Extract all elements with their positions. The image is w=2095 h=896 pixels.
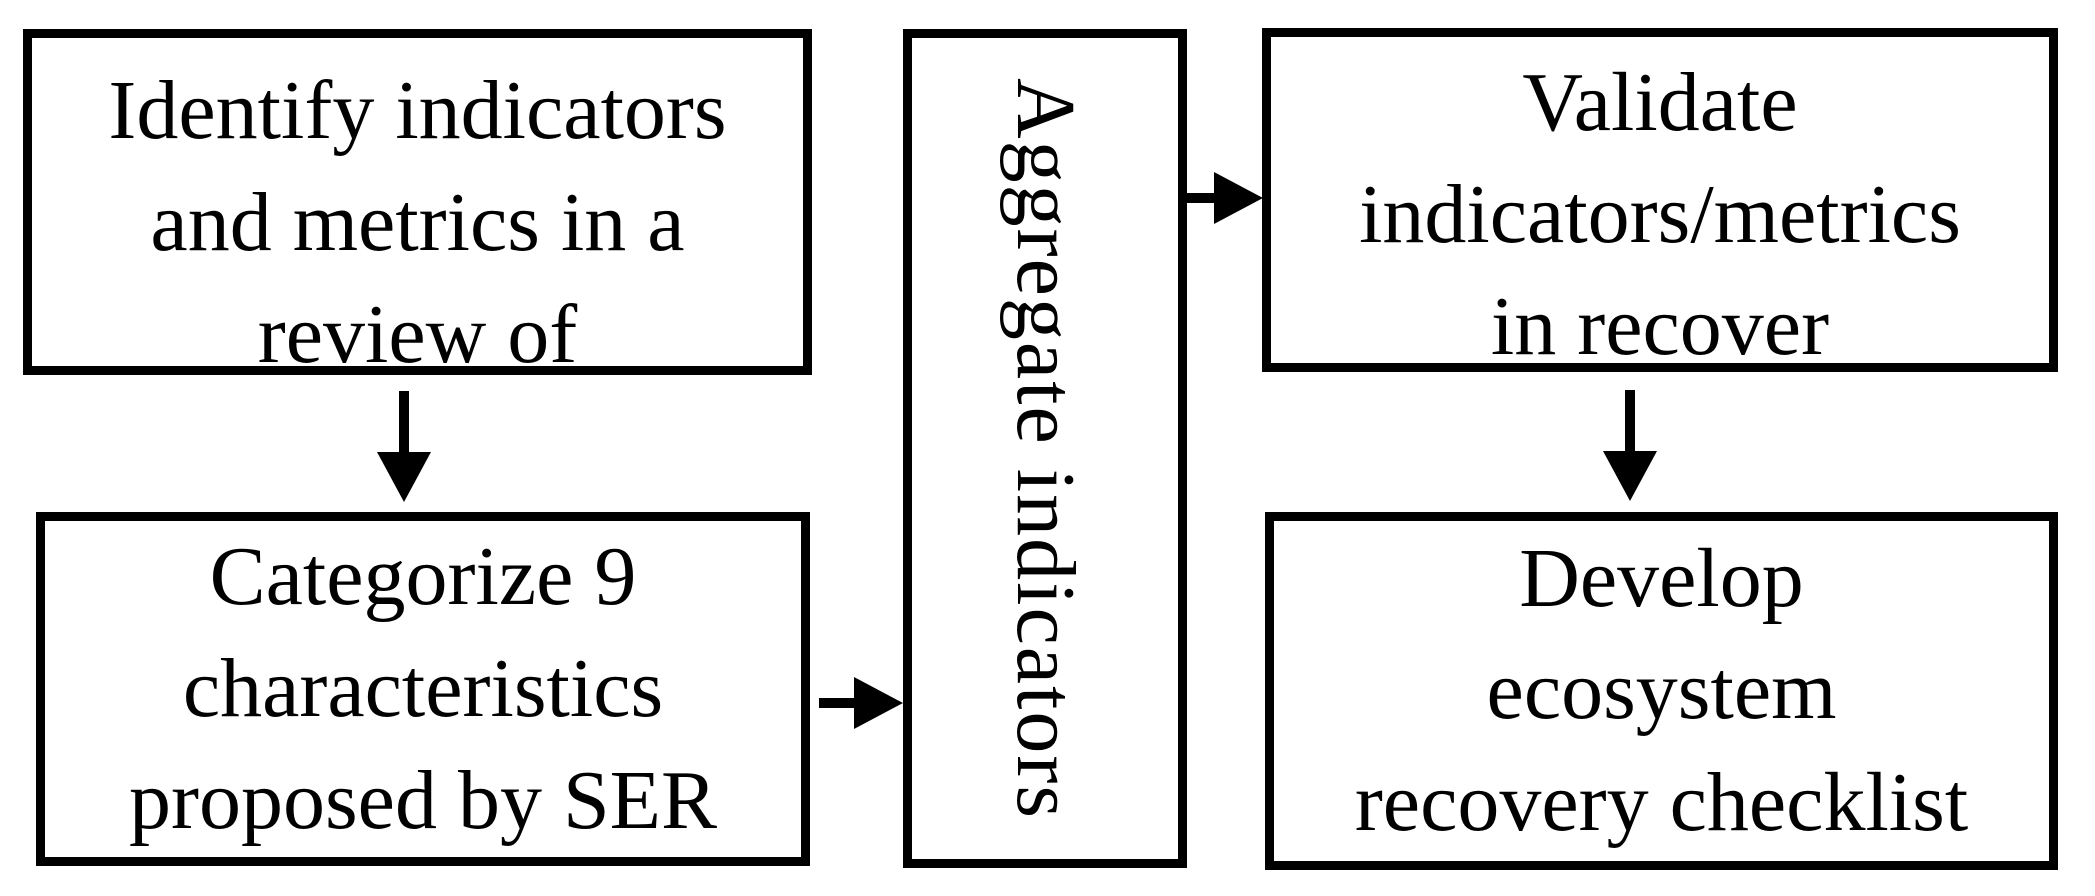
box-text-line: Identify indicators	[108, 64, 727, 157]
box-text-line: in recover	[1490, 280, 1830, 372]
box-text-line: review of	[257, 288, 578, 375]
flow-box-aggregate-indicators: Aggregate indicators	[903, 29, 1187, 868]
box-text-line: and metrics in a	[150, 176, 685, 269]
flow-box-categorize-characteristics: Categorize 9 characteristics proposed by…	[36, 512, 810, 866]
arrowhead-right-icon	[854, 677, 903, 729]
box-text-line: proposed by SER	[129, 754, 717, 847]
rotated-box-text: Aggregate indicators	[999, 77, 1093, 820]
box-text-line: Validate	[1522, 56, 1798, 149]
box-text-line: indicators/metrics	[1359, 168, 1961, 261]
box-text-line: Develop	[1519, 532, 1804, 625]
flow-box-identify-indicators: Identify indicators and metrics in a rev…	[23, 29, 812, 375]
arrow-shaft	[819, 698, 854, 708]
box-text-line: ecosystem	[1486, 644, 1837, 737]
arrowhead-down-icon	[377, 452, 431, 502]
flow-box-validate-indicators: Validate indicators/metrics in recover	[1262, 28, 2058, 372]
box-text-line: recovery checklist	[1354, 756, 1969, 849]
box-text-line: Categorize 9	[209, 530, 637, 623]
arrow-shaft	[1186, 193, 1217, 203]
arrow-shaft	[1625, 390, 1635, 451]
arrow-shaft	[399, 391, 409, 452]
arrowhead-down-icon	[1603, 451, 1657, 501]
box-text-line: characteristics	[182, 642, 664, 735]
flow-box-develop-checklist: Develop ecosystem recovery checklist	[1265, 512, 2058, 870]
arrowhead-right-icon	[1214, 172, 1263, 224]
